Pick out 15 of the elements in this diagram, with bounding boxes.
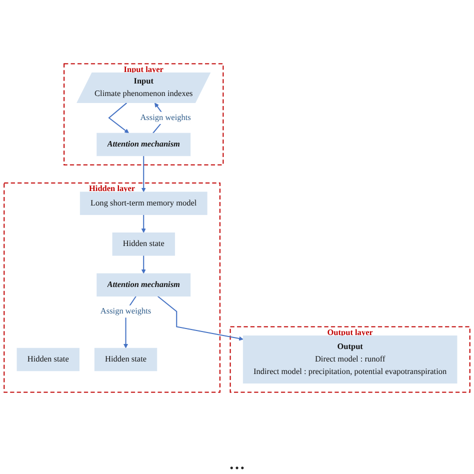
arrow: [157, 296, 244, 341]
node-box: Attention mechanism: [96, 132, 191, 156]
arrow: [141, 156, 146, 192]
node-box: Long short-term memory model: [80, 192, 208, 215]
node-box: Hidden state: [94, 348, 158, 372]
arrow: [108, 102, 130, 134]
node-box: Hidden state: [16, 348, 80, 372]
arrow: [141, 214, 146, 233]
ellipsis-text: …: [229, 456, 245, 473]
edge-label: Assign weights: [140, 113, 191, 122]
node-box: Attention mechanism: [96, 273, 191, 297]
arrow: [141, 256, 146, 274]
node-box: Hidden state: [112, 232, 175, 256]
node-box: Output Direct model : runoff Indirect model : precipitation, potential evapotranspiration: [242, 336, 458, 384]
edge-label: Assign weights: [100, 306, 152, 316]
